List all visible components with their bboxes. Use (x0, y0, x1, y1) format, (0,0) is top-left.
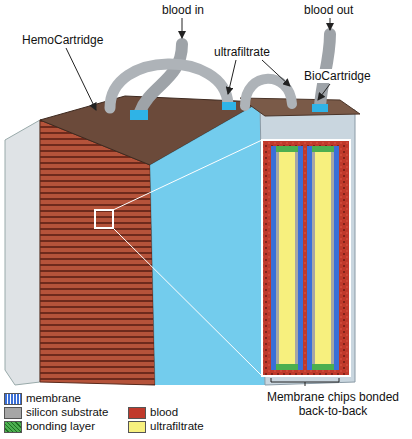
legend-swatch (128, 421, 146, 433)
legend-entry: membrane (4, 392, 81, 405)
flow-label: ultrafiltrate (212, 45, 272, 59)
legend-text: blood (150, 406, 178, 419)
legend-swatch (128, 407, 146, 419)
legend-swatch (4, 393, 22, 405)
part-label: BioCartridge (302, 69, 373, 83)
bio-top (240, 98, 360, 116)
legend-entry: silicon substrate (4, 406, 108, 419)
legend-text: membrane (26, 392, 81, 405)
leader-line (66, 48, 96, 110)
membrane-chip (271, 146, 303, 370)
legend-entry: ultrafiltrate (128, 420, 204, 433)
flow-label: blood in (160, 3, 206, 17)
ultrafiltrate-section (150, 102, 265, 385)
blood-in-tube (140, 44, 182, 112)
legend-entry: bonding layer (4, 420, 95, 433)
leader-line (330, 18, 331, 30)
legend-text: silicon substrate (26, 406, 108, 419)
connector (130, 110, 148, 120)
zoom-line (113, 228, 262, 376)
flow-label: blood out (302, 3, 355, 17)
legend-entry: blood (128, 406, 178, 419)
zoom-line (113, 140, 262, 210)
membrane-chip (307, 146, 339, 370)
leader-line (318, 84, 330, 100)
leader-line (228, 60, 236, 94)
left-face (5, 120, 40, 385)
loop-tube (110, 64, 228, 108)
inset-caption: Membrane chips bonded back-to-back (258, 390, 408, 418)
inset (262, 140, 350, 376)
zoom-box (95, 210, 113, 228)
leader-line (262, 60, 290, 86)
part-label: HemoCartridge (20, 33, 105, 47)
legend-text: ultrafiltrate (150, 420, 204, 433)
ultrafiltrate-tube (245, 79, 292, 106)
connector (312, 104, 328, 112)
legend-text: bonding layer (26, 420, 95, 433)
legend-swatch (4, 421, 22, 433)
connector (222, 102, 236, 110)
bio-body (260, 102, 355, 385)
legend-swatch (4, 407, 22, 419)
bracket (271, 378, 339, 386)
leader-line (182, 18, 183, 38)
